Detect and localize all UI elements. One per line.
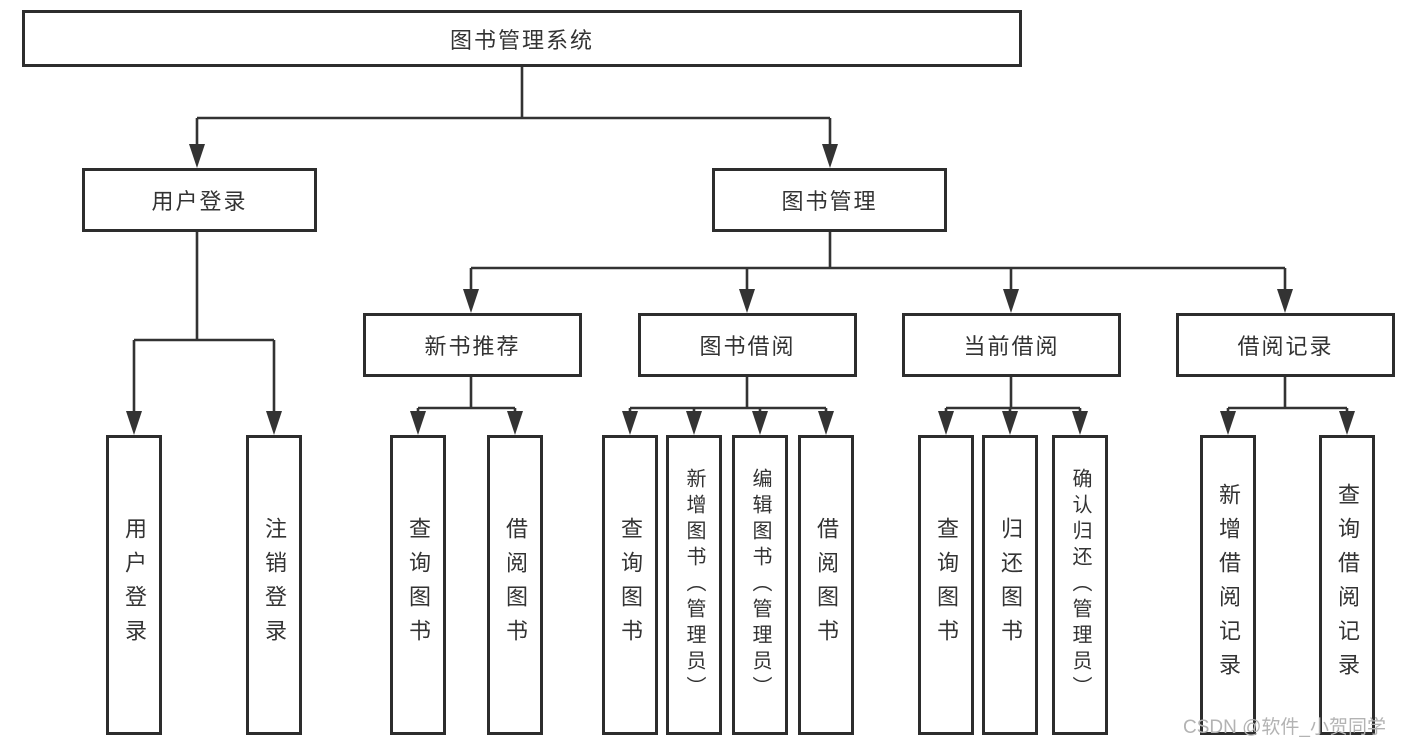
- leaf-add-book-admin: 新增图书（管理员）: [666, 435, 722, 735]
- leaf-borrow-book: 借阅图书: [798, 435, 854, 735]
- node-current-borrow-label: 当前借阅: [963, 334, 1060, 359]
- csdn-watermark: CSDN @软件_小贺同学: [1183, 717, 1386, 738]
- leaf-add-borrow-record-label: 新增借阅记录: [1216, 483, 1241, 687]
- leaf-query-borrow-record-label: 查询借阅记录: [1335, 483, 1360, 687]
- node-book-borrow: 图书借阅: [638, 313, 857, 377]
- leaf-borrow-book-recommend-label: 借阅图书: [503, 517, 528, 653]
- node-book-management-label: 图书管理: [781, 189, 878, 214]
- node-user-login-label: 用户登录: [151, 189, 248, 214]
- leaf-query-book-borrow: 查询图书: [602, 435, 658, 735]
- leaf-borrow-book-recommend: 借阅图书: [487, 435, 543, 735]
- leaf-user-login-label: 用户登录: [122, 517, 147, 653]
- leaf-return-book-label: 归还图书: [998, 517, 1023, 653]
- node-borrow-records-label: 借阅记录: [1237, 334, 1334, 359]
- leaf-edit-book-admin: 编辑图书（管理员）: [732, 435, 788, 735]
- leaf-query-borrow-record: 查询借阅记录: [1319, 435, 1375, 735]
- leaf-query-book-borrow-label: 查询图书: [618, 517, 643, 653]
- leaf-logout-label: 注销登录: [262, 517, 287, 653]
- node-borrow-records: 借阅记录: [1176, 313, 1395, 377]
- node-book-management: 图书管理: [712, 168, 947, 232]
- leaf-logout: 注销登录: [246, 435, 302, 735]
- node-user-login: 用户登录: [82, 168, 317, 232]
- leaf-confirm-return-admin: 确认归还（管理员）: [1052, 435, 1108, 735]
- leaf-add-book-admin-label: 新增图书（管理员）: [683, 468, 705, 702]
- leaf-add-borrow-record: 新增借阅记录: [1200, 435, 1256, 735]
- leaf-borrow-book-label: 借阅图书: [814, 517, 839, 653]
- node-new-book-recommend: 新书推荐: [363, 313, 582, 377]
- leaf-query-book-recommend: 查询图书: [390, 435, 446, 735]
- node-library-system-label: 图书管理系统: [449, 27, 594, 53]
- node-new-book-recommend-label: 新书推荐: [424, 334, 521, 359]
- node-book-borrow-label: 图书借阅: [699, 334, 796, 359]
- node-library-system: 图书管理系统: [22, 10, 1022, 67]
- leaf-user-login: 用户登录: [106, 435, 162, 735]
- leaf-query-book-current-label: 查询图书: [934, 517, 959, 653]
- leaf-edit-book-admin-label: 编辑图书（管理员）: [749, 468, 771, 702]
- arrowheads: [126, 144, 1355, 435]
- leaf-query-book-current: 查询图书: [918, 435, 974, 735]
- leaf-confirm-return-admin-label: 确认归还（管理员）: [1069, 468, 1091, 702]
- node-current-borrow: 当前借阅: [902, 313, 1121, 377]
- leaf-return-book: 归还图书: [982, 435, 1038, 735]
- leaf-query-book-recommend-label: 查询图书: [406, 517, 431, 653]
